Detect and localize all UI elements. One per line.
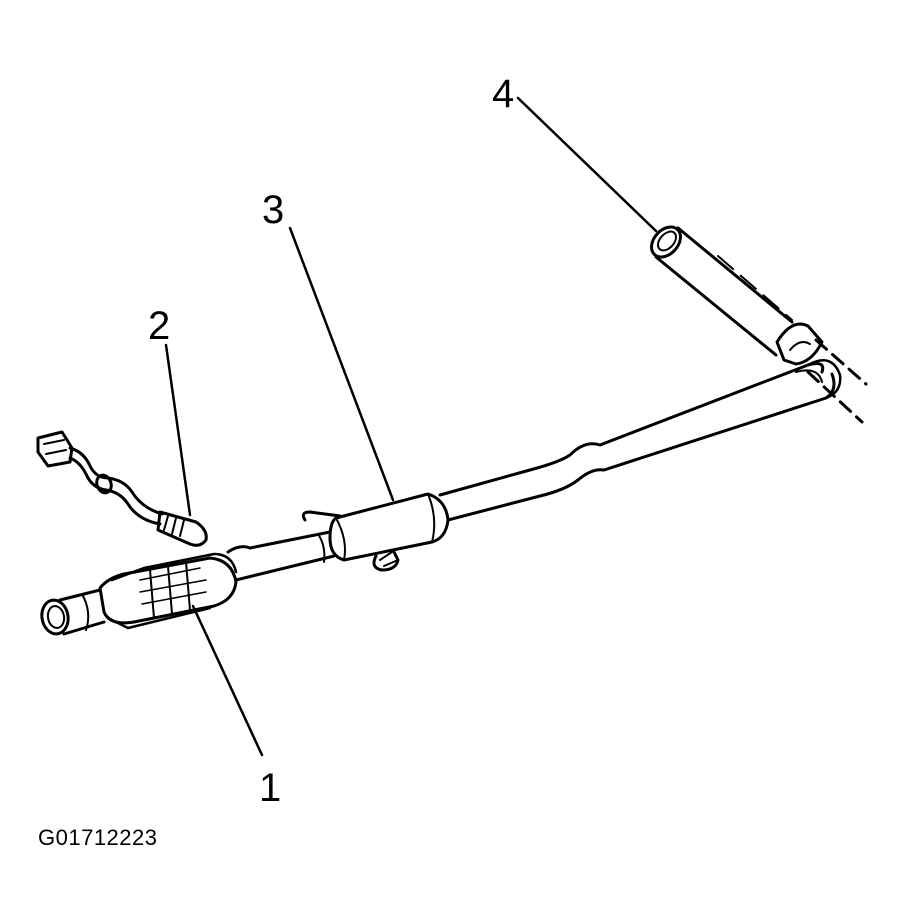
tail-pipe-dashed-upper (814, 338, 868, 386)
converter-ribs (149, 561, 191, 619)
callout-label-3: 3 (262, 188, 285, 232)
inlet-pipe-upper (58, 588, 102, 602)
inlet-flange-ring (81, 593, 90, 631)
front-pipe-upper (226, 530, 332, 554)
leader-line-2 (164, 343, 192, 517)
leader-line-3 (288, 226, 395, 502)
intermediate-pipe-inner (795, 369, 823, 383)
inlet-opening-inner (46, 605, 66, 629)
sensor-connector-lines (43, 439, 67, 455)
resonator-end-cap (427, 493, 436, 543)
intermediate-pipe-lower (446, 372, 836, 522)
tail-pipe-dashed-lower (806, 370, 864, 424)
intermediate-pipe-upper (438, 362, 825, 497)
sensor-wire-upper (68, 446, 164, 516)
callout-label-2: 2 (148, 304, 171, 348)
inlet-flange (40, 588, 106, 636)
rear-hanger-slot (789, 341, 811, 351)
front-pipe-lower (234, 554, 336, 582)
resonator-hanger-top (301, 510, 342, 522)
inlet-pipe-lower (62, 620, 106, 636)
converter-heat-shield-bottom (106, 606, 212, 630)
rear-hanger-outline (775, 322, 824, 366)
figure-id-label: G01712223 (38, 825, 158, 850)
sensor-body (156, 510, 208, 547)
sensor-connector (36, 430, 74, 468)
front-pipe-flange (317, 533, 326, 563)
catalytic-converter (98, 552, 238, 630)
callout-label-4: 4 (492, 72, 515, 116)
converter-heat-shield-top (110, 552, 238, 582)
leader-line-1 (191, 604, 264, 757)
intermediate-pipe-bend (806, 359, 842, 400)
leader-line-4 (516, 96, 658, 233)
tail-pipe-dashed-mid (717, 255, 793, 321)
inlet-opening (40, 598, 70, 636)
resonator-hanger-hook (379, 551, 399, 567)
callout-label-1: 1 (259, 766, 282, 810)
resonator-front-cap (335, 517, 346, 561)
converter-shading (139, 567, 207, 605)
leader-lines (164, 96, 658, 757)
tail-pipe-outlet-inner (656, 230, 678, 252)
intermediate-pipe (438, 359, 842, 522)
resonator-body (328, 492, 450, 562)
front-pipe (226, 530, 336, 582)
resonator-hanger-bottom (372, 550, 400, 572)
tail-pipe (650, 225, 868, 424)
rear-hanger (775, 322, 824, 366)
sensor-grommet (95, 473, 113, 495)
tail-pipe-upper-edge (676, 226, 794, 324)
sensor-body-threads (163, 515, 185, 537)
tail-pipe-lower-edge (654, 255, 778, 357)
oxygen-sensor (36, 430, 208, 547)
sensor-wire-lower (68, 456, 162, 526)
